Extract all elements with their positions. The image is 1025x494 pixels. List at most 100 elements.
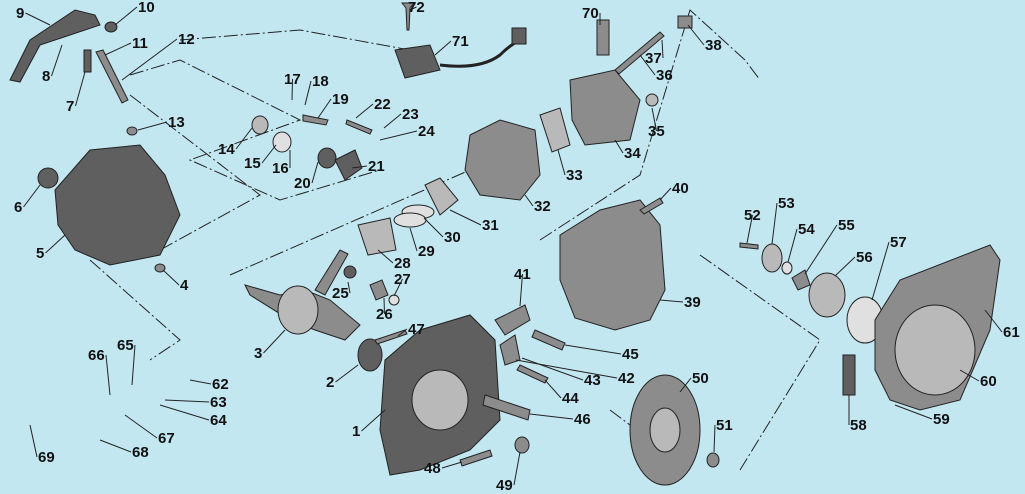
- leader-line-14: [235, 127, 253, 150]
- part-label-55: 55: [838, 217, 855, 234]
- leader-line-61: [984, 309, 1003, 333]
- leader-line-26: [383, 297, 385, 315]
- part-32-cylinder: [464, 119, 541, 201]
- part-label-41: 41: [514, 266, 531, 283]
- leader-line-69: [29, 424, 38, 458]
- leader-line-50: [679, 377, 692, 393]
- part-54-spring: [781, 261, 793, 275]
- part-label-71: 71: [452, 33, 469, 50]
- part-19-bolt: [302, 114, 329, 126]
- part-3-crank-web: [277, 285, 319, 335]
- leader-line-24: [379, 130, 418, 141]
- leader-line-4: [162, 269, 180, 286]
- part-70-spark-plug: [596, 19, 610, 56]
- part-60-housing-center: [894, 304, 976, 396]
- part-label-10: 10: [138, 0, 155, 16]
- part-label-22: 22: [374, 96, 391, 113]
- leader-line-39: [659, 299, 684, 303]
- leader-line-1: [361, 409, 386, 432]
- leader-line-10: [114, 6, 138, 26]
- part-label-72: 72: [408, 0, 425, 16]
- leader-line-51: [713, 424, 716, 453]
- part-label-70: 70: [582, 5, 599, 22]
- leader-line-33: [557, 149, 566, 176]
- part-label-1: 1: [352, 423, 360, 440]
- part-7-pin: [83, 49, 92, 73]
- part-label-18: 18: [312, 73, 329, 90]
- part-33-gasket: [539, 107, 571, 153]
- leader-line-3: [263, 329, 286, 354]
- leader-line-44: [544, 379, 562, 399]
- part-label-56: 56: [856, 249, 873, 266]
- leader-line-6: [23, 184, 41, 208]
- leader-line-63: [164, 399, 210, 403]
- part-6-seal: [37, 167, 59, 189]
- leader-line-43: [521, 357, 584, 381]
- part-label-24: 24: [418, 123, 435, 140]
- leader-line-21: [351, 165, 368, 169]
- part-label-29: 29: [418, 243, 435, 260]
- part-50-hub: [649, 407, 681, 453]
- part-label-35: 35: [648, 123, 665, 140]
- leader-line-68: [99, 439, 132, 453]
- part-21-gear: [334, 149, 363, 181]
- part-label-9: 9: [16, 5, 24, 22]
- leader-line-65: [131, 344, 136, 386]
- part-label-58: 58: [850, 417, 867, 434]
- part-3-conrod: [314, 249, 349, 296]
- part-58-handle: [842, 354, 856, 396]
- part-4-bush: [154, 263, 166, 273]
- part-label-34: 34: [624, 145, 641, 162]
- parts-drawings: [9, 2, 1001, 486]
- part-71-cap: [511, 27, 527, 45]
- leader-line-12: [121, 38, 178, 81]
- leader-line-15: [261, 144, 277, 164]
- part-label-49: 49: [496, 477, 513, 494]
- leader-line-9: [25, 12, 51, 26]
- part-label-32: 32: [534, 198, 551, 215]
- leader-line-25: [347, 281, 351, 294]
- part-46-bolt: [482, 394, 531, 421]
- part-label-38: 38: [705, 37, 722, 54]
- part-27-clip: [388, 294, 400, 306]
- part-label-12: 12: [178, 31, 195, 48]
- leader-line-28: [377, 249, 394, 264]
- part-label-62: 62: [212, 376, 229, 393]
- part-label-69: 69: [38, 449, 55, 466]
- part-label-14: 14: [218, 141, 235, 158]
- part-42-lever: [499, 334, 521, 366]
- part-label-51: 51: [716, 417, 733, 434]
- part-label-17: 17: [284, 71, 301, 88]
- part-label-53: 53: [778, 195, 795, 212]
- leader-line-11: [104, 42, 132, 56]
- leader-line-53: [771, 202, 778, 245]
- leader-line-71: [434, 40, 452, 56]
- part-72-screw: [400, 2, 416, 31]
- leader-line-47: [397, 328, 408, 337]
- leader-line-46: [529, 413, 574, 420]
- part-22-bolt: [345, 119, 373, 135]
- part-label-52: 52: [744, 207, 761, 224]
- part-label-50: 50: [692, 370, 709, 387]
- part-71-ignition-coil: [394, 44, 441, 79]
- leader-line-8: [51, 44, 63, 77]
- part-label-61: 61: [1003, 324, 1020, 341]
- leader-line-54: [787, 228, 798, 263]
- part-label-21: 21: [368, 158, 385, 175]
- part-label-3: 3: [254, 345, 262, 362]
- part-38-cap: [677, 15, 693, 29]
- leader-line-32: [524, 194, 534, 207]
- part-label-48: 48: [424, 460, 441, 477]
- leader-line-56: [834, 256, 856, 277]
- leader-line-45: [564, 344, 622, 355]
- leader-line-7: [75, 71, 86, 107]
- part-56-pulley: [808, 272, 846, 318]
- part-28-piston: [357, 217, 397, 256]
- part-label-19: 19: [332, 91, 349, 108]
- part-26-pin: [369, 279, 389, 301]
- leader-line-22: [355, 103, 374, 119]
- leader-line-49: [513, 451, 521, 486]
- part-11-shaft: [95, 49, 129, 104]
